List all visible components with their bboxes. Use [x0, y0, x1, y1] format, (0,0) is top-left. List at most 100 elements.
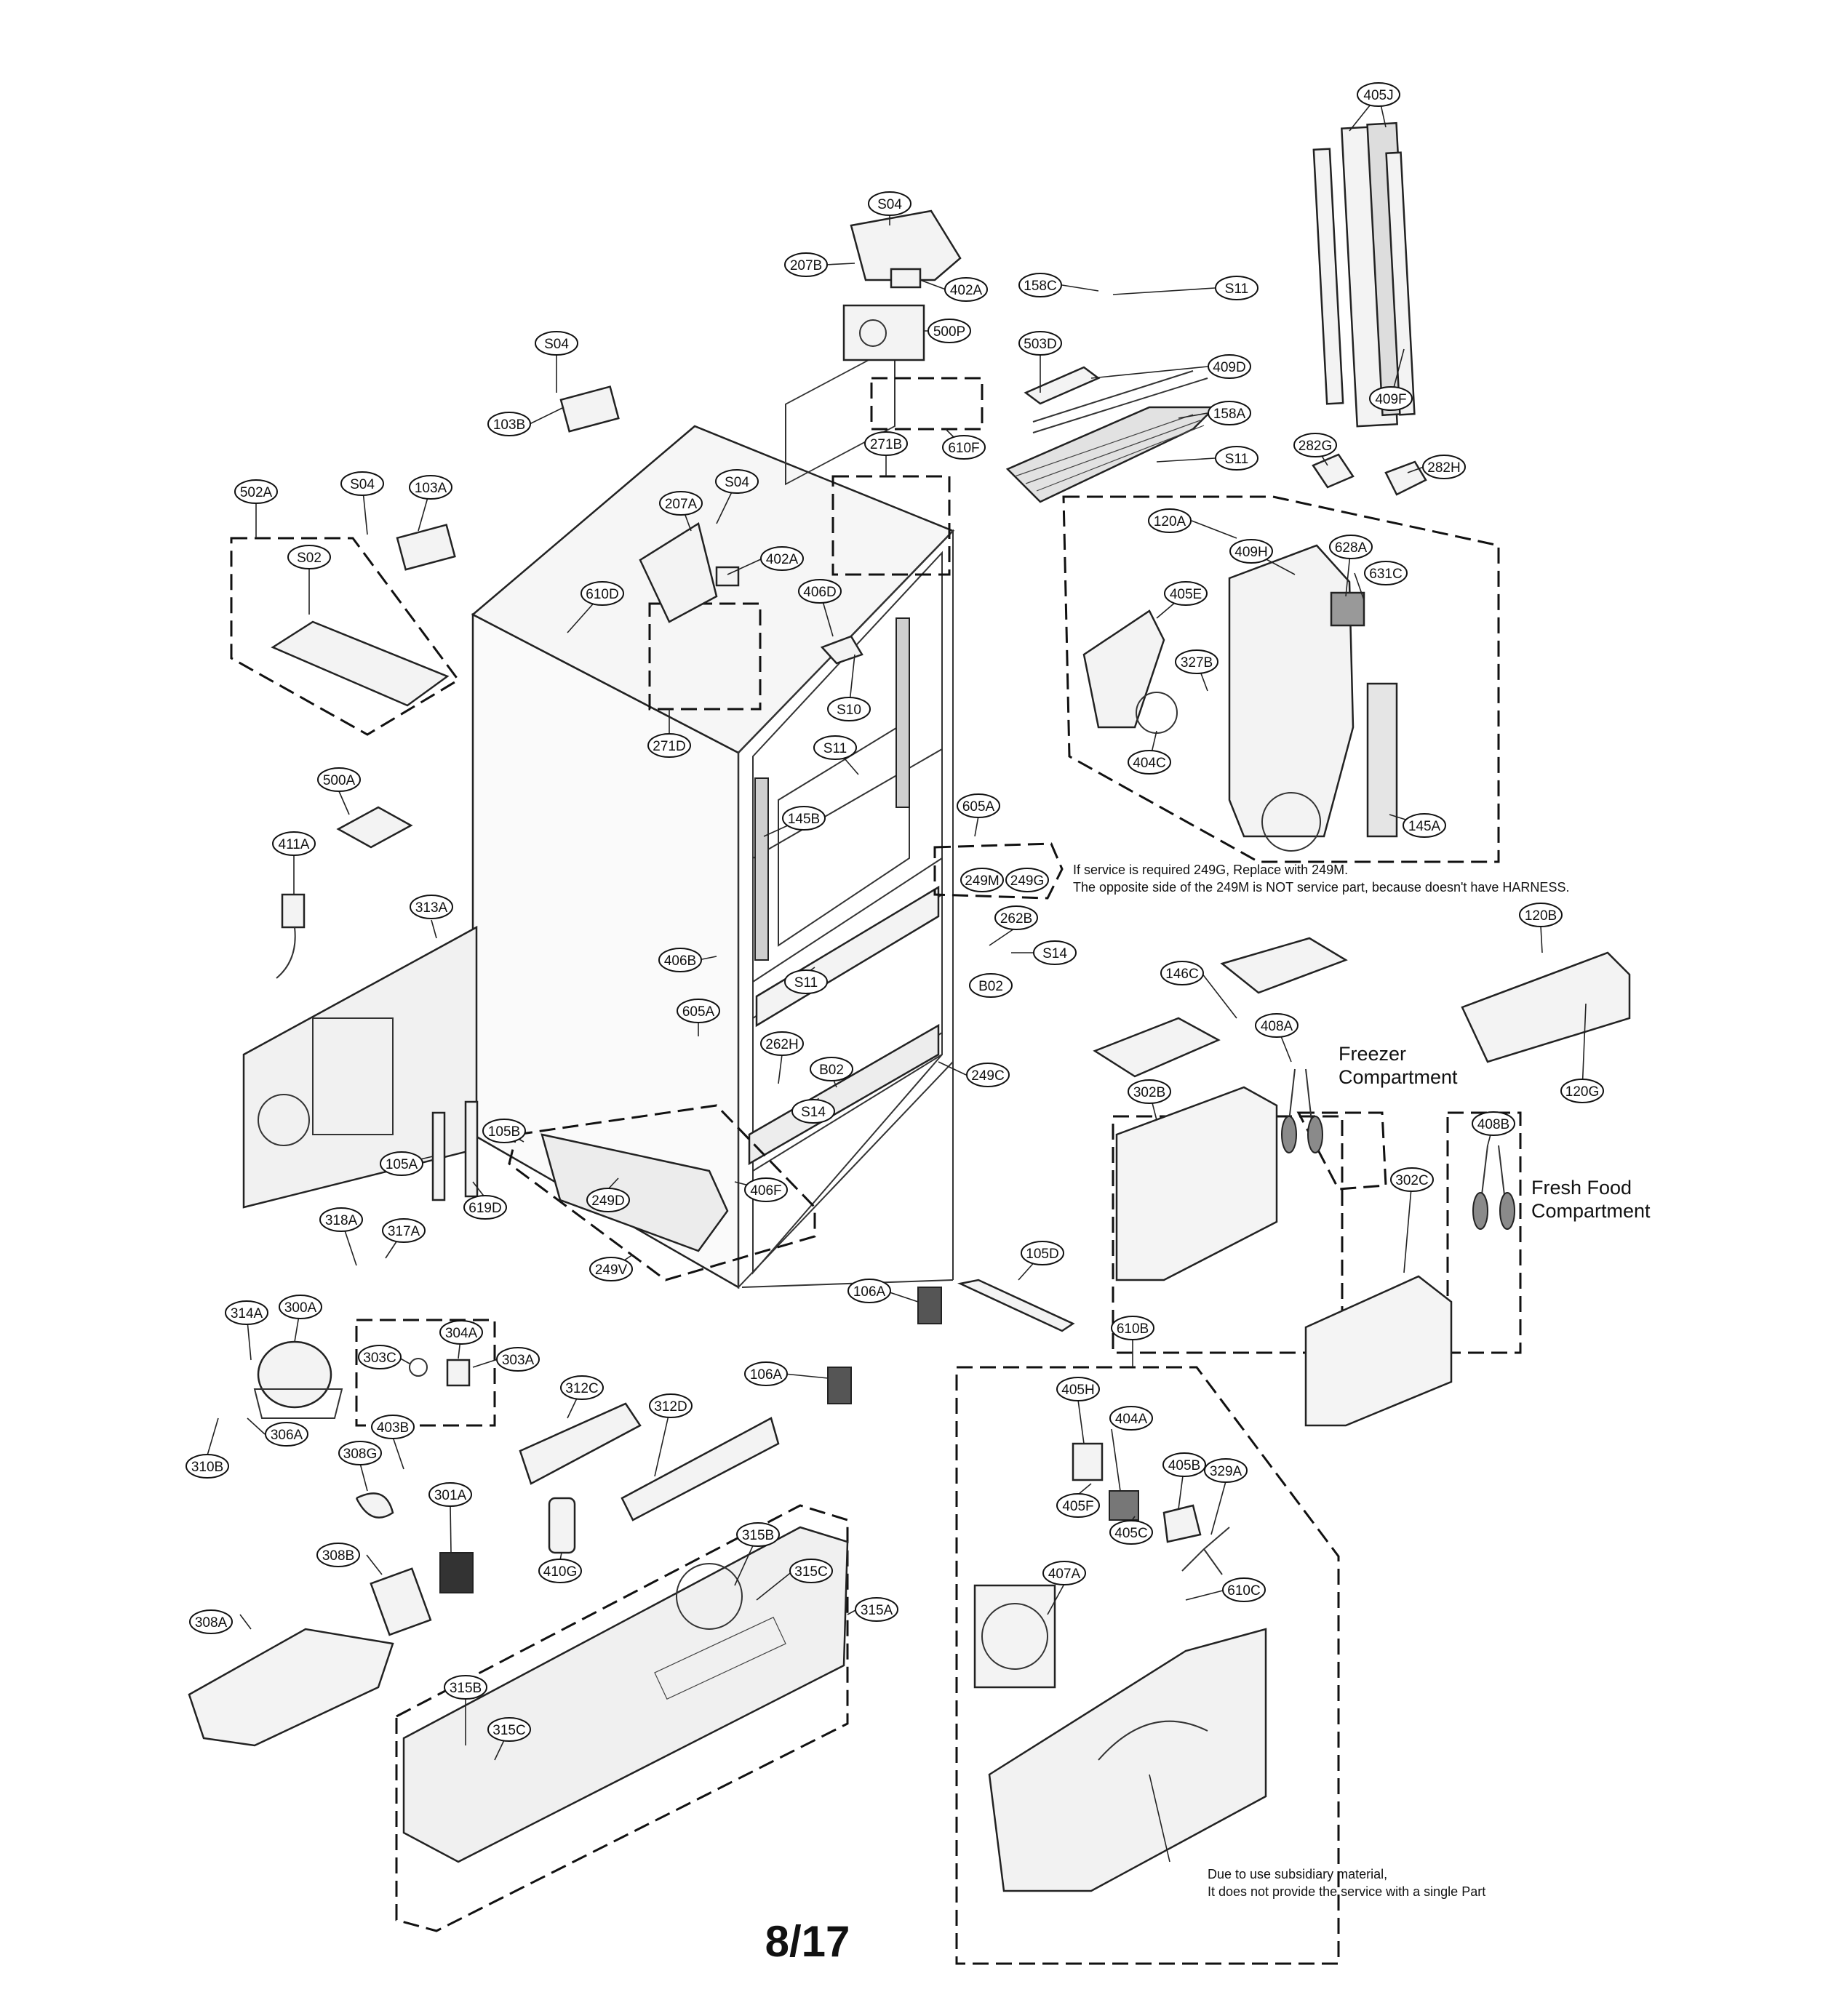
part-callout: S11: [784, 969, 828, 994]
part-callout: 502A: [234, 479, 278, 504]
svg-text:308A: 308A: [195, 1615, 228, 1631]
part-callout: 327B: [1175, 649, 1218, 674]
svg-text:329A: 329A: [1210, 1464, 1242, 1479]
part-callout: 158C: [1018, 273, 1062, 297]
svg-text:619D: 619D: [468, 1201, 501, 1216]
part-callout: B02: [810, 1057, 853, 1081]
part-callout: 409F: [1369, 386, 1413, 411]
svg-text:106A: 106A: [750, 1367, 783, 1383]
part-callout: S04: [340, 471, 384, 496]
svg-text:500A: 500A: [323, 773, 356, 788]
part-callout: 302B: [1128, 1079, 1171, 1104]
svg-text:502A: 502A: [240, 485, 273, 500]
part-callout: 500P: [928, 319, 971, 343]
svg-text:315B: 315B: [450, 1681, 482, 1696]
part-callout: S04: [715, 469, 759, 494]
svg-text:628A: 628A: [1335, 540, 1368, 556]
part-callout: 158A: [1208, 401, 1251, 425]
svg-text:410G: 410G: [543, 1564, 577, 1580]
svg-text:158C: 158C: [1024, 279, 1056, 294]
part-callout: S02: [287, 545, 331, 569]
svg-text:409F: 409F: [1375, 392, 1406, 407]
svg-text:303A: 303A: [502, 1353, 535, 1368]
part-callout: 249C: [966, 1063, 1010, 1087]
svg-text:314A: 314A: [231, 1306, 263, 1321]
part-callout: S11: [1215, 276, 1258, 300]
svg-text:304A: 304A: [445, 1326, 478, 1341]
part-callout: B02: [969, 973, 1013, 998]
svg-text:249V: 249V: [595, 1263, 628, 1278]
svg-text:120A: 120A: [1154, 514, 1186, 529]
freezer-compartment-label-2: Compartment: [1339, 1066, 1458, 1088]
svg-text:409D: 409D: [1213, 360, 1245, 375]
svg-text:271D: 271D: [653, 739, 685, 754]
part-callout: 313A: [410, 895, 453, 919]
svg-text:306A: 306A: [271, 1428, 303, 1443]
callout-bubbles: 405J 409F S04 207B 402A 158C S11 500P 50…: [186, 82, 1604, 1742]
svg-text:405H: 405H: [1061, 1383, 1094, 1398]
part-callout: 405F: [1056, 1493, 1100, 1518]
part-callout: 271B: [864, 431, 908, 456]
part-callout: 631C: [1364, 561, 1408, 585]
svg-text:404A: 404A: [1115, 1412, 1148, 1427]
svg-text:282G: 282G: [1299, 439, 1332, 454]
svg-text:409H: 409H: [1234, 545, 1267, 560]
svg-text:405E: 405E: [1170, 587, 1202, 602]
freezer-compartment-label-1: Freezer: [1339, 1043, 1406, 1065]
svg-text:404C: 404C: [1133, 756, 1165, 771]
part-callout: 207A: [659, 491, 703, 516]
part-callout: 249D: [586, 1188, 630, 1212]
part-callout: 628A: [1329, 535, 1373, 559]
part-callout: 317A: [382, 1218, 426, 1243]
part-callout: 407A: [1042, 1561, 1086, 1585]
part-callout: 610D: [581, 581, 624, 606]
part-callout: 405H: [1056, 1377, 1100, 1401]
part-callout: S14: [791, 1099, 835, 1124]
part-callout: 314A: [225, 1300, 268, 1325]
svg-text:301A: 301A: [434, 1488, 467, 1503]
svg-text:105D: 105D: [1026, 1247, 1058, 1262]
part-callout: S04: [535, 331, 578, 356]
svg-text:605A: 605A: [682, 1004, 715, 1020]
part-callout: 312D: [649, 1393, 693, 1418]
part-callout: 105B: [482, 1119, 526, 1143]
svg-text:402A: 402A: [766, 552, 799, 567]
page-number: 8/17: [765, 1917, 850, 1966]
part-callout: 207B: [784, 252, 828, 277]
part-callout: 500A: [317, 767, 361, 792]
part-callout: S11: [813, 735, 857, 760]
svg-text:313A: 313A: [415, 900, 448, 916]
part-callout: 105D: [1021, 1241, 1064, 1265]
part-callout: 120A: [1148, 508, 1192, 533]
part-callout: 405J: [1357, 82, 1400, 107]
part-callout: 103A: [409, 475, 452, 500]
svg-text:S14: S14: [1042, 946, 1067, 961]
part-callout: 303C: [358, 1345, 402, 1369]
svg-text:249G: 249G: [1010, 873, 1044, 889]
svg-text:406D: 406D: [803, 585, 836, 600]
svg-text:S04: S04: [544, 337, 569, 352]
part-callout: 404A: [1109, 1406, 1153, 1431]
svg-text:262H: 262H: [765, 1037, 798, 1052]
part-callout: 605A: [957, 793, 1000, 818]
part-callout: 271D: [647, 733, 691, 758]
part-callout: 315C: [789, 1559, 833, 1583]
svg-text:302C: 302C: [1395, 1173, 1428, 1188]
part-callout: 610C: [1222, 1577, 1266, 1602]
part-callout: 120G: [1560, 1079, 1604, 1103]
part-callout: S14: [1033, 940, 1077, 965]
svg-text:207A: 207A: [665, 497, 698, 512]
part-callout: 619D: [463, 1195, 507, 1220]
part-callout: 282G: [1293, 433, 1337, 457]
svg-text:B02: B02: [819, 1063, 844, 1078]
part-callout: 408B: [1472, 1111, 1515, 1136]
svg-text:B02: B02: [978, 979, 1003, 994]
part-callout: 410G: [538, 1559, 582, 1583]
part-callout: 405E: [1164, 581, 1208, 606]
svg-text:308B: 308B: [322, 1548, 354, 1564]
svg-text:411A: 411A: [279, 837, 310, 852]
part-callout: 406B: [658, 948, 702, 972]
part-callout: 249V: [589, 1257, 633, 1281]
component-sketches: [188, 121, 1631, 1892]
svg-text:302B: 302B: [1133, 1085, 1165, 1100]
